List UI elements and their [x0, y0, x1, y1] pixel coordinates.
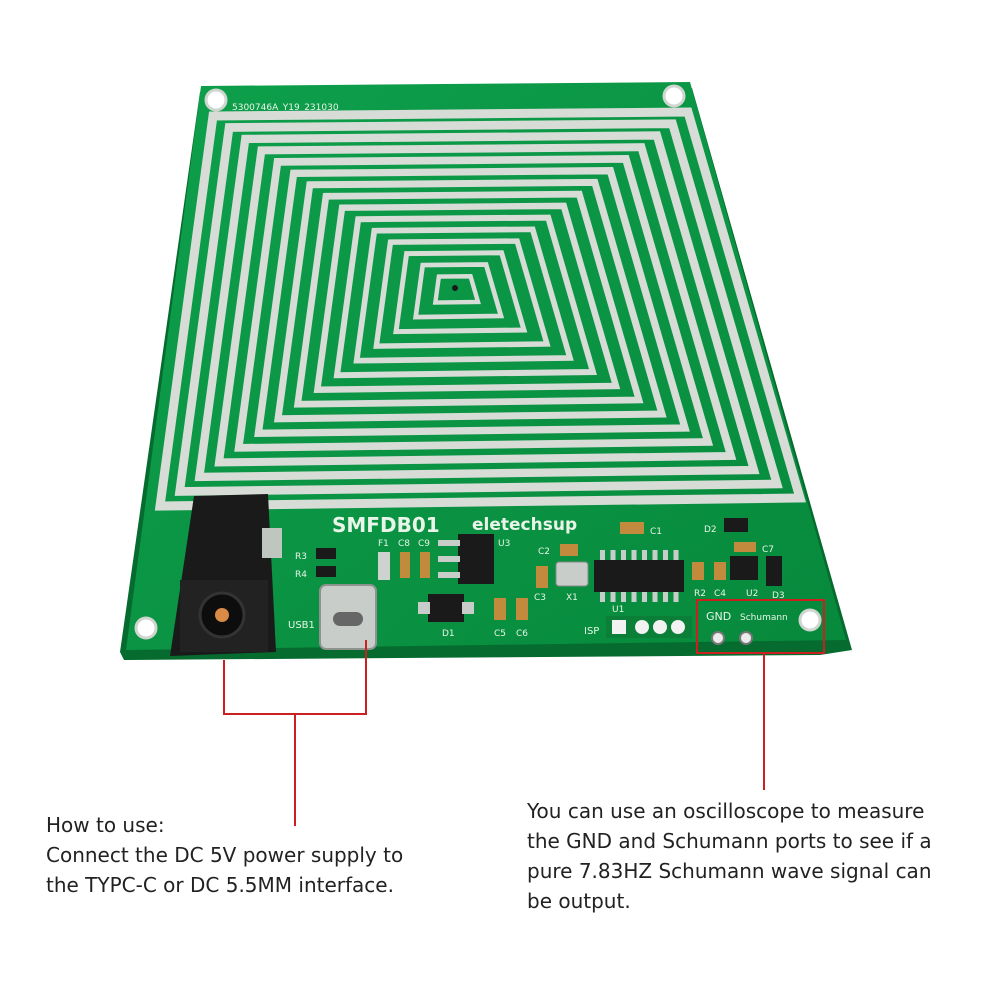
spiral-trace — [194, 131, 760, 482]
ic-pin — [652, 592, 658, 602]
spiral-trace — [214, 143, 737, 467]
ic-pin — [610, 592, 616, 602]
spiral-antenna — [154, 107, 806, 511]
ic-pin — [663, 592, 668, 602]
label-r3: R3 — [295, 552, 307, 562]
spiral-trace — [393, 250, 528, 335]
oscilloscope-caption: You can use an oscilloscope to measure t… — [527, 796, 957, 916]
label-usb1: USB1 — [288, 620, 315, 631]
label-u2: U2 — [746, 589, 758, 599]
ic-pin — [642, 592, 647, 602]
spiral-center-via — [452, 285, 458, 291]
board-serial: 5300746A_Y19_231030 — [232, 103, 339, 113]
oscilloscope-line: pure 7.83HZ Schumann wave signal can — [527, 859, 932, 883]
label-d2: D2 — [704, 525, 717, 535]
ic-pin — [663, 550, 668, 560]
label-x1: X1 — [566, 593, 578, 603]
label-schumann: Schumann — [740, 613, 788, 623]
ic-pin — [652, 550, 658, 560]
spiral-trace — [353, 226, 574, 364]
ic-pin — [610, 550, 616, 560]
oscilloscope-line: be output. — [527, 889, 631, 913]
label-r4: R4 — [295, 570, 307, 580]
ic-pin — [600, 550, 605, 560]
usage-caption: How to use: Connect the DC 5V power supp… — [46, 810, 466, 900]
spiral-trace — [333, 214, 597, 379]
label-r2: R2 — [694, 589, 706, 599]
mounting-holes — [134, 84, 822, 640]
label-gnd: GND — [706, 610, 731, 623]
usage-line: the TYPC-C or DC 5.5MM interface. — [46, 873, 394, 897]
label-u3: U3 — [498, 539, 510, 549]
oscilloscope-line: the GND and Schumann ports to see if a — [527, 829, 932, 853]
board-brand: eletechsup — [472, 515, 577, 535]
label-c7: C7 — [762, 545, 774, 555]
label-d1: D1 — [442, 629, 455, 639]
oscilloscope-line: You can use an oscilloscope to measure — [527, 799, 925, 823]
label-isp: ISP — [584, 626, 599, 637]
spiral-trace — [254, 166, 690, 438]
spiral-trace — [293, 190, 644, 408]
ic-pin — [631, 550, 637, 560]
dc-jack — [170, 494, 282, 656]
component-area: USB1 SMFDB01 eletechsup R3 R4 F1 C8 C9 U… — [170, 494, 788, 656]
label-f1: F1 — [378, 539, 389, 549]
label-c1: C1 — [650, 527, 662, 537]
ic-pin — [673, 592, 679, 602]
board-model: SMFDB01 — [332, 513, 440, 537]
ic-pin — [673, 550, 679, 560]
usage-line: How to use: — [46, 813, 165, 837]
schumann-test-point — [739, 631, 753, 645]
label-c8: C8 — [398, 539, 410, 549]
ic-pin — [600, 592, 605, 602]
label-c6: C6 — [516, 629, 528, 639]
spiral-trace — [154, 107, 806, 511]
ic-pin — [621, 592, 626, 602]
spiral-trace — [313, 202, 621, 393]
label-c9: C9 — [418, 539, 430, 549]
ic-pin — [642, 550, 647, 560]
label-c2: C2 — [538, 547, 550, 557]
annotation-box-ports — [696, 599, 825, 654]
spiral-trace — [234, 155, 714, 452]
ic-pin — [631, 592, 637, 602]
spiral-trace — [373, 238, 551, 349]
label-c5: C5 — [494, 629, 506, 639]
usb-c-port — [319, 584, 377, 650]
label-u1: U1 — [612, 605, 624, 615]
spiral-trace — [174, 119, 783, 496]
label-c4: C4 — [714, 589, 726, 599]
label-c3: C3 — [534, 593, 546, 603]
spiral-trace — [412, 262, 505, 320]
spiral-trace — [273, 178, 667, 423]
label-d3: D3 — [772, 591, 785, 601]
gnd-test-point — [711, 631, 725, 645]
u1-ic — [594, 550, 684, 602]
usage-line: Connect the DC 5V power supply to — [46, 843, 404, 867]
spiral-trace — [432, 274, 481, 305]
ic-pin — [621, 550, 626, 560]
